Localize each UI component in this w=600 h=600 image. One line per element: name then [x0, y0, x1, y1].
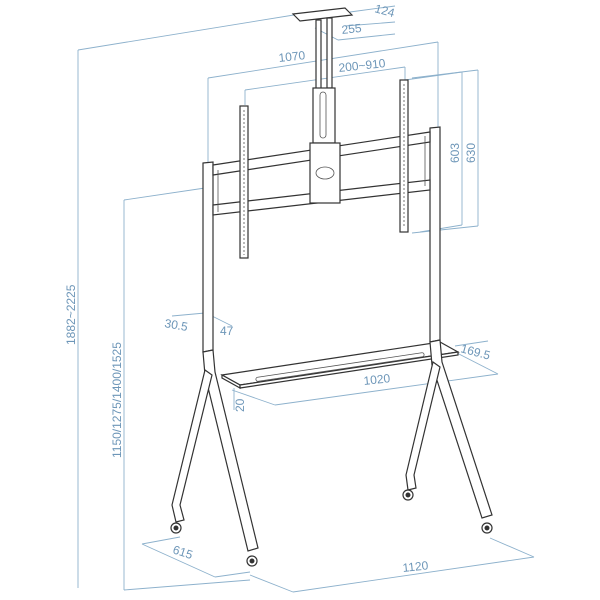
label-shelf-width: 1020	[363, 371, 391, 388]
center-adapter	[309, 142, 341, 204]
ceiling-column-right	[326, 17, 333, 89]
label-mount-center-heights: 1150/1275/1400/1525	[110, 342, 124, 458]
label-upright-width: 30.5	[163, 316, 189, 334]
label-vesa-height-inner: 603	[448, 143, 462, 163]
label-ceiling-plate-width: 255	[341, 21, 363, 37]
shelf-slot	[255, 352, 425, 382]
left-rear-leg	[171, 368, 213, 523]
label-upright-depth: 47	[220, 324, 234, 338]
label-overall-height: 1882~2225	[64, 284, 78, 345]
label-base-width: 1120	[402, 558, 429, 575]
label-vesa-height-outer: 630	[464, 143, 478, 163]
ceiling-plate	[291, 7, 354, 22]
upright-left	[202, 161, 214, 353]
column-slide	[312, 87, 336, 144]
right-front-leg	[405, 360, 441, 491]
castor-wheels	[170, 489, 493, 567]
stand-drawing	[170, 7, 493, 567]
label-vesa-width: 200~910	[338, 56, 387, 75]
upright-right	[429, 126, 441, 343]
label-ceiling-plate-depth: 124	[373, 1, 396, 20]
label-shelf-depth: 169.5	[459, 341, 492, 362]
label-upright-spacing: 1070	[278, 48, 306, 65]
dimension-lines	[77, 5, 535, 593]
label-shelf-thickness: 20	[233, 398, 247, 412]
dimension-labels: 124 255 1070 200~910 603 630 1882~2225 1…	[64, 1, 492, 575]
shelf-top	[220, 341, 460, 386]
label-base-depth: 615	[171, 543, 195, 563]
ceiling-column-left	[315, 19, 322, 91]
